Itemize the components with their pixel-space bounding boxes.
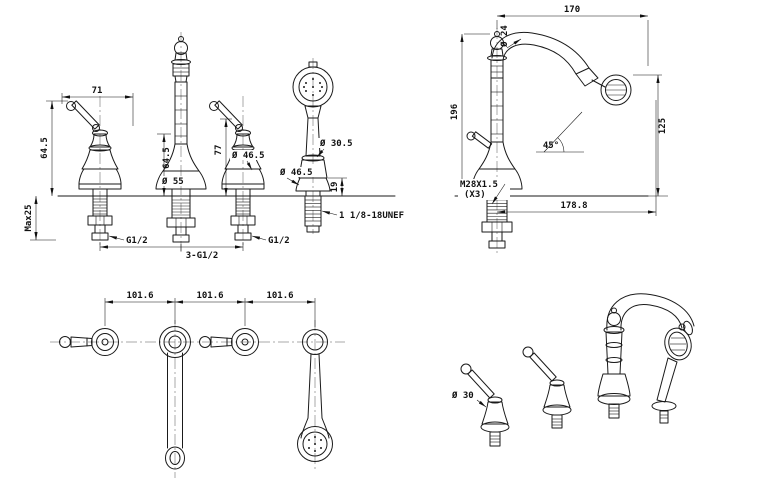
thread-label-unef: 1 1/8-18UNEF: [339, 211, 404, 221]
shower-head: [297, 426, 333, 462]
tub-spout-front: [155, 36, 207, 243]
shower-head: [664, 327, 692, 361]
dim-label-178-8: 178.8: [560, 201, 587, 211]
dim-label-64-5-mid: 64.5: [162, 147, 172, 169]
dim-label-dia24: Ø 24: [499, 25, 510, 48]
tub-spout-side: [466, 31, 599, 249]
right-handle-top: [199, 328, 259, 356]
dim-label-125: 125: [658, 118, 668, 134]
handle-lever: [529, 352, 557, 382]
handle-lever: [471, 131, 493, 149]
front-view: 71 64.5 Max25 64.5 77 Ø 55 Ø 46.5 Ø 46.5…: [24, 32, 404, 261]
dim-label-dia46-5-b: Ø 46.5: [279, 167, 313, 178]
shower-cradle-socket: [575, 67, 599, 87]
dim-label-dia46-5-a: Ø 46.5: [231, 150, 265, 161]
dim-label-dia55: Ø 55: [161, 176, 184, 187]
spout-finial: [174, 41, 188, 55]
thread-label-m28: M28X1.5: [460, 180, 498, 190]
handle-knob: [59, 336, 71, 348]
centerlines: [99, 32, 314, 254]
thread-label-g12-right: G1/2: [268, 236, 290, 246]
spray-holes: [303, 78, 323, 96]
pitch-label-c: 101.6: [266, 291, 293, 301]
dim-label-77: 77: [214, 145, 224, 156]
handle-knob: [199, 336, 211, 348]
pitch-label-b: 101.6: [196, 291, 223, 301]
dim-label-196: 196: [450, 104, 460, 120]
right-valve-handle: [209, 100, 265, 241]
pitch-label-a: 101.6: [126, 291, 153, 301]
spout-finial: [607, 312, 621, 326]
spout-escutcheon: [471, 168, 523, 190]
hand-shower-top: [297, 329, 333, 462]
top-view-dimensions: 101.6 101.6 101.6: [104, 291, 316, 327]
angle-label-45: 45°: [543, 141, 559, 151]
handle-knob: [522, 346, 534, 358]
front-view-dimensions: 71 64.5 Max25 64.5 77 Ø 55 Ø 46.5 Ø 46.5…: [24, 86, 404, 261]
handle-knob: [66, 101, 76, 111]
dim-label-dia30: Ø 30: [451, 390, 474, 401]
hand-shower-side: [591, 74, 632, 106]
dim-label-dia30-5: Ø 30.5: [319, 138, 353, 149]
top-view: 101.6 101.6 101.6: [50, 291, 345, 478]
spout-outlet: [683, 320, 693, 336]
spout-outlet: [165, 446, 185, 470]
thread-label-3-g12: 3-G1/2: [186, 251, 219, 261]
handle-lever: [71, 100, 100, 130]
left-handle-top: [59, 328, 119, 356]
perspective-dimensions: Ø 30: [451, 390, 487, 408]
shower-handle: [656, 357, 678, 403]
thread-label-g12-left: G1/2: [126, 236, 148, 246]
handle-lever: [70, 336, 93, 348]
spout-escutcheon: [155, 170, 207, 190]
dim-label-71: 71: [92, 86, 103, 96]
hand-shower-perspective: [651, 323, 692, 424]
handle-knob: [466, 131, 476, 141]
spout-neck-outer: [491, 31, 590, 69]
shower-handle: [307, 353, 312, 419]
dim-label-170: 170: [564, 5, 580, 15]
spray-holes: [308, 436, 322, 452]
handle-knob: [209, 101, 219, 111]
left-valve-handle: [66, 100, 122, 241]
dim-label-19: 19: [330, 182, 340, 193]
handle-b-perspective: [522, 346, 572, 429]
dim-label-max25: Max25: [24, 204, 34, 231]
handle-lever: [214, 100, 243, 130]
handle-lever: [210, 336, 233, 348]
spout-neck-inner: [620, 303, 683, 331]
side-view-dimensions: 170 Ø 24 196 125 45° M28X1.5 (X3) 178.8: [450, 5, 668, 216]
side-view: 170 Ø 24 196 125 45° M28X1.5 (X3) 178.8: [450, 5, 668, 256]
perspective-view: Ø 30: [451, 293, 695, 447]
dim-label-64-5-left: 64.5: [40, 137, 50, 159]
handle-knob: [460, 363, 472, 375]
thread-label-m28-qty: (X3): [464, 190, 486, 200]
spout-top: [159, 326, 191, 470]
handle-a-perspective: [460, 363, 510, 447]
spout-neck-outer: [606, 293, 695, 331]
shower-head: [292, 66, 334, 108]
handle-lever: [467, 369, 495, 399]
shower-head: [600, 74, 632, 106]
spout-perspective: [597, 293, 695, 419]
spout-neck-inner: [502, 43, 577, 75]
